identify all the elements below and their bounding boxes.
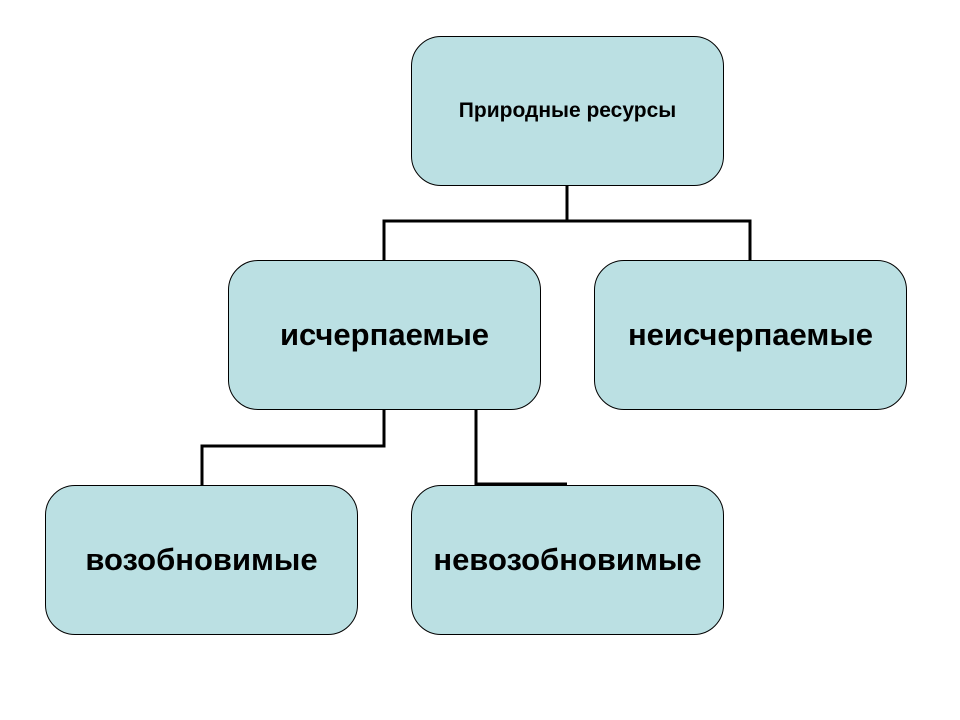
connector-exhaustible-nonrenewable bbox=[474, 410, 567, 486]
connector-exhaustible-renewable bbox=[200, 410, 386, 485]
node-renewable-label: возобновимые bbox=[85, 542, 318, 577]
node-exhaustible: исчерпаемые bbox=[228, 260, 541, 410]
node-root-label: Природные ресурсы bbox=[458, 99, 677, 122]
connector-root-children bbox=[382, 185, 569, 260]
node-exhaustible-label: исчерпаемые bbox=[279, 317, 490, 352]
node-nonrenewable-label: невозобновимые bbox=[433, 542, 702, 577]
connector-root-inexhaustible bbox=[567, 219, 752, 260]
node-renewable: возобновимые bbox=[45, 485, 358, 635]
node-root: Природные ресурсы bbox=[411, 36, 724, 186]
node-inexhaustible-label: неисчерпаемые bbox=[627, 317, 874, 352]
node-nonrenewable: невозобновимые bbox=[411, 485, 724, 635]
node-inexhaustible: неисчерпаемые bbox=[594, 260, 907, 410]
